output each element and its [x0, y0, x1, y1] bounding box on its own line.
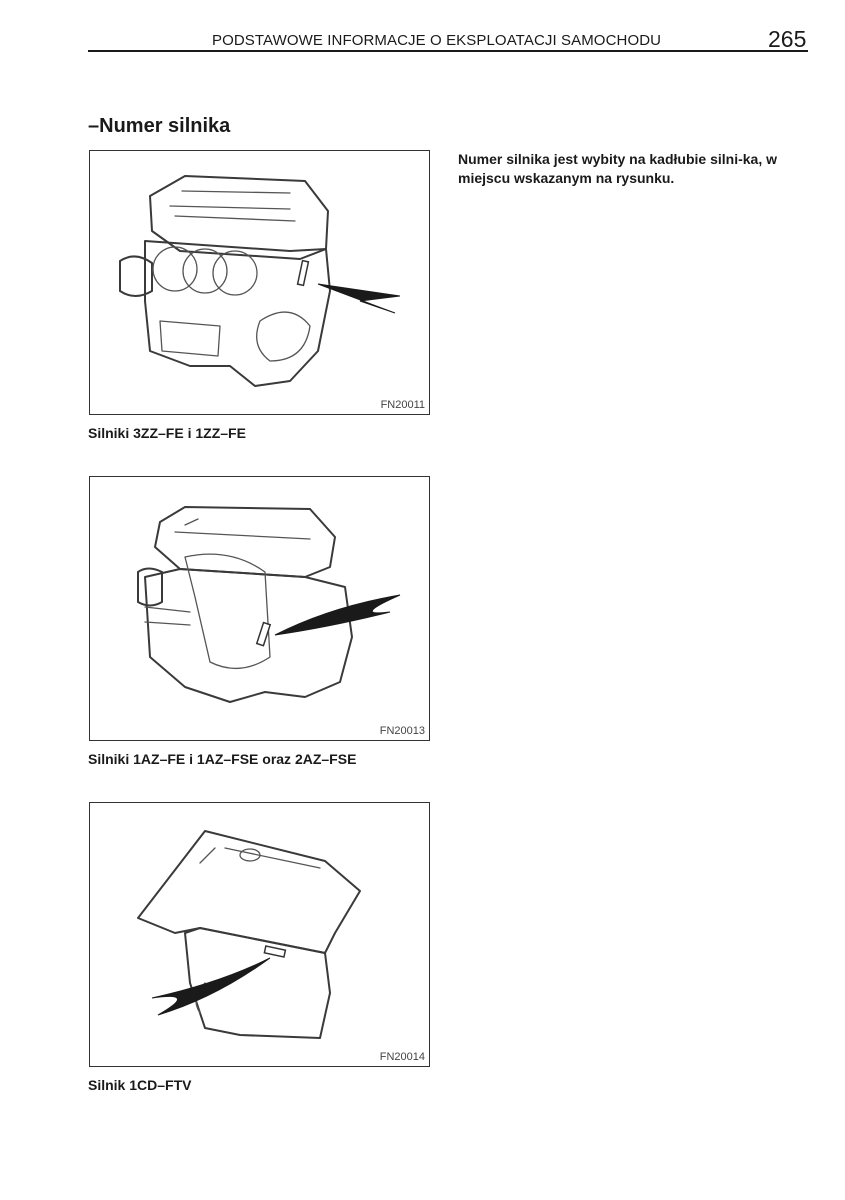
figure-code: FN20014 [379, 1051, 425, 1063]
figure-caption: Silniki 1AZ–FE i 1AZ–FSE oraz 2AZ–FSE [88, 751, 357, 767]
page-number: 265 [768, 26, 807, 52]
engine-illustration-1 [119, 175, 401, 387]
figure-engine-1az: FN20013 [89, 476, 430, 741]
figure-caption: Silnik 1CD–FTV [88, 1077, 192, 1093]
figure-caption: Silniki 3ZZ–FE i 1ZZ–FE [88, 425, 246, 441]
section-text: Numer silnika jest wybity na kadłubie si… [458, 151, 777, 186]
engine-illustration-2 [137, 506, 401, 703]
section-title: –Numer silnika [88, 115, 231, 137]
engine-illustration-3 [137, 830, 361, 1039]
figure-code: FN20013 [379, 725, 425, 737]
figure-engine-3zz: FN20011 [89, 150, 430, 415]
figure-engine-1cd: FN20014 [89, 802, 430, 1067]
figure-code: FN20011 [380, 399, 425, 411]
header-rule [88, 50, 808, 52]
running-header-title: PODSTAWOWE INFORMACJE O EKSPLOATACJI SAM… [212, 32, 662, 49]
